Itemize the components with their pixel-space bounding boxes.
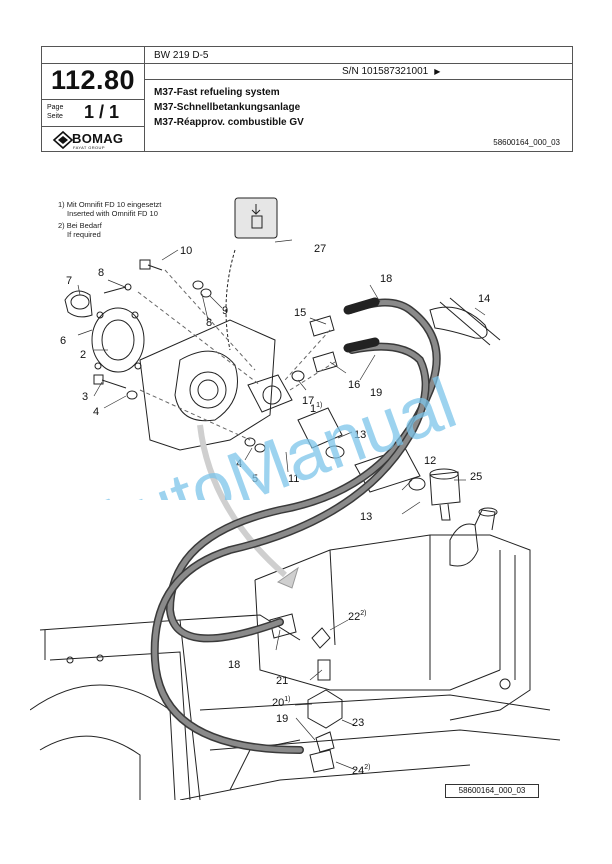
header-divider	[144, 79, 572, 80]
title-fr: M37-Réapprov. combustible GV	[154, 117, 304, 128]
callout-27: 27	[314, 243, 326, 255]
callout-25: 25	[470, 471, 482, 483]
brand-name: BOMAG	[72, 131, 124, 146]
page-label-de: Page	[47, 104, 64, 111]
callout-12: 12	[424, 455, 436, 467]
parts-diagram: 1) Mit Omnifit FD 10 eingesetzt Inserted…	[30, 190, 570, 800]
callout-4: 4	[93, 406, 99, 418]
bomag-logo-icon	[52, 130, 74, 150]
callout-15: 15	[294, 307, 306, 319]
callout-7: 7	[66, 275, 72, 287]
callout-3: 3	[82, 391, 88, 403]
callout-4b: 4	[236, 458, 242, 470]
footnote-2-de: 2) Bei Bedarf	[58, 221, 102, 230]
callout-13: 13	[354, 429, 366, 441]
callout-5: 5	[252, 473, 258, 485]
watermark-text: AutoManual	[78, 363, 466, 500]
callout-22: 222)	[348, 610, 366, 623]
figure-ref-code: 58600164_000_03	[445, 784, 539, 798]
callout-23: 23	[352, 717, 364, 729]
exploded-view-drawing: 10 7 8 6 2 3 4 8 9 15 16 17 11) 13 4 5 1…	[30, 197, 561, 800]
callout-21: 21	[276, 675, 288, 687]
callout-6: 6	[60, 335, 66, 347]
footnote-1-de: 1) Mit Omnifit FD 10 eingesetzt	[58, 200, 162, 209]
header-block: BW 219 D-5 S/N 101587321001 ▶ M37-Fast re…	[41, 46, 573, 152]
callout-17: 17	[302, 395, 314, 407]
serial-arrow-icon: ▶	[434, 67, 441, 76]
callout-10: 10	[180, 245, 192, 257]
callout-14: 14	[478, 293, 490, 305]
footnote-1: 1) Mit Omnifit FD 10 eingesetzt Inserted…	[58, 200, 161, 218]
callout-18b: 18	[228, 659, 240, 671]
footnote-2: 2) Bei Bedarf If required	[58, 221, 102, 239]
footnote-2-en: If required	[67, 230, 101, 239]
callout-9: 9	[222, 305, 228, 317]
brand-sub: FAYAT GROUP	[73, 145, 105, 150]
callout-18: 18	[380, 273, 392, 285]
callout-11: 11	[288, 473, 299, 485]
header-divider	[42, 99, 144, 100]
callout-16: 16	[348, 379, 360, 391]
title-de: M37-Schnellbetankungsanlage	[154, 102, 301, 113]
callout-20: 201)	[272, 696, 290, 709]
page-label: Page Seite	[47, 103, 63, 121]
footnote-1-en: Inserted with Omnifit FD 10	[67, 209, 158, 218]
header-divider	[42, 126, 144, 127]
serial-text: S/N 101587321001	[342, 66, 429, 77]
callout-8b: 8	[206, 317, 212, 329]
callout-8: 8	[98, 267, 104, 279]
title-en: M37-Fast refueling system	[154, 87, 280, 98]
watermark: AutoManual	[78, 363, 466, 500]
page-label-fr: Seite	[47, 113, 63, 120]
serial-number: S/N 101587321001 ▶	[342, 66, 440, 77]
model-name: BW 219 D-5	[154, 50, 209, 61]
callout-19: 19	[370, 387, 382, 399]
doc-number: 58600164_000_03	[493, 138, 560, 147]
page-value: 1 / 1	[84, 102, 120, 122]
callout-24: 242)	[352, 764, 370, 777]
header-divider	[42, 63, 572, 64]
group-number: 112.80	[50, 65, 136, 95]
callout-13b: 13	[360, 511, 372, 523]
callout-19b: 19	[276, 713, 288, 725]
callout-2: 2	[80, 349, 86, 361]
header-divider	[144, 47, 145, 151]
